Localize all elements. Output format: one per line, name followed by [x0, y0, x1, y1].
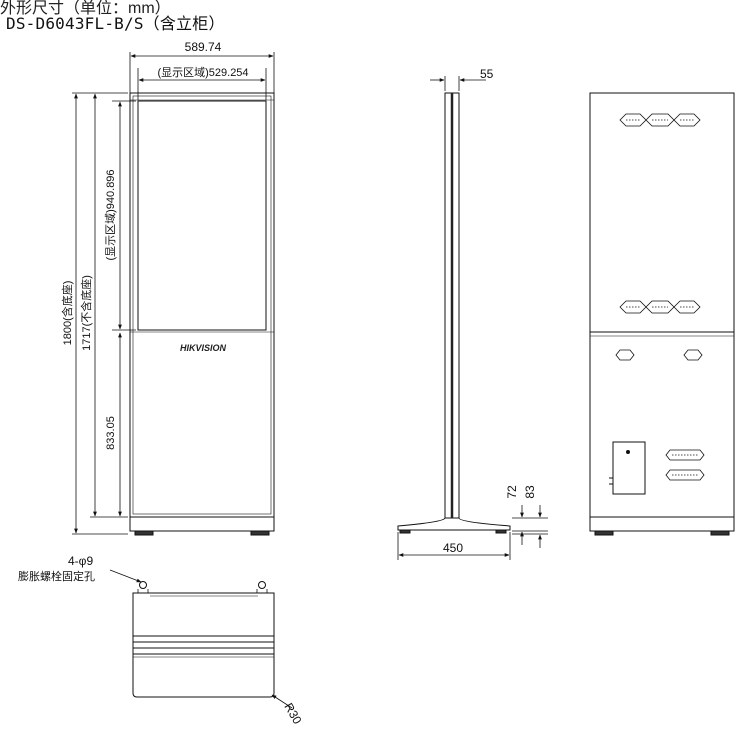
base-rail-bottom	[132, 647, 275, 655]
brand-logo: HIKVISION	[180, 343, 227, 353]
label-holes-note: 膨胀螺栓固定孔	[18, 569, 95, 583]
front-view-dimensions	[72, 52, 275, 535]
front-cabinet-outline	[129, 92, 275, 518]
dim-display-height: (显示区域)940.896	[104, 169, 117, 260]
front-view	[129, 92, 275, 536]
rear-vents-middle	[619, 300, 701, 314]
mount-hole-right	[258, 581, 266, 589]
rear-io-panel	[612, 441, 646, 495]
dim-height-without-base: 1717(不含底座)	[79, 275, 93, 351]
dim-base-depth: 450	[443, 541, 463, 555]
side-view-dimensions	[397, 76, 548, 560]
dim-depth: 55	[480, 67, 494, 81]
base-plate-outline	[132, 592, 275, 698]
front-display-area	[137, 100, 267, 331]
rear-vents-top	[619, 113, 701, 127]
dim-display-width: (显示区域)529.254	[157, 66, 248, 79]
dim-lower-height: 833.05	[105, 416, 117, 450]
dim-base-height-a: 72	[505, 485, 519, 499]
front-cabinet-inner	[132, 95, 272, 515]
rear-vents-small	[615, 349, 703, 361]
side-view	[397, 92, 511, 534]
rear-vents-lower	[665, 449, 705, 481]
section-heading-cut: 外形尺寸（单位：mm）	[0, 0, 171, 17]
front-base	[129, 516, 275, 532]
label-radius: R30	[281, 701, 304, 727]
mount-hole-left	[139, 581, 147, 589]
rear-cabinet-outline	[589, 92, 735, 518]
dim-height-with-base: 1800(含底座)	[60, 281, 74, 346]
dim-base-height-b: 83	[523, 485, 537, 499]
base-view-leaders	[109, 569, 293, 709]
dim-overall-width: 589.74	[185, 40, 222, 54]
base-rail-top	[132, 635, 275, 643]
side-base-plate	[397, 517, 511, 531]
rear-view	[589, 92, 735, 536]
front-foot-left	[134, 530, 154, 536]
base-view	[132, 581, 275, 698]
front-foot-right	[250, 530, 270, 536]
rear-base	[589, 516, 735, 532]
model-title: DS-D6043FL-B/S（含立柜）	[6, 14, 225, 33]
label-holes: 4-φ9	[68, 554, 93, 568]
